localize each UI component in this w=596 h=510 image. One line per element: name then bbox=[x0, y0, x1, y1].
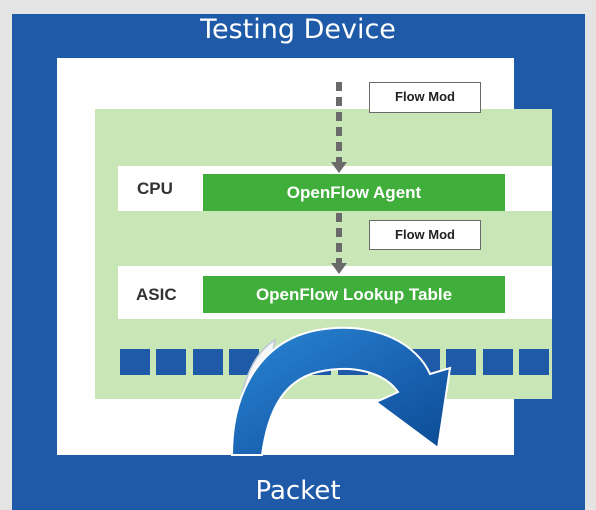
switch-port bbox=[120, 349, 150, 375]
arrowhead-down-icon bbox=[331, 162, 347, 173]
switch-port bbox=[482, 349, 513, 375]
arrowhead-down-icon bbox=[331, 263, 347, 274]
switch-port bbox=[192, 349, 223, 375]
switch-port bbox=[446, 349, 477, 375]
flow-mod-message-top: Flow Mod bbox=[369, 82, 481, 113]
switch-port bbox=[519, 349, 549, 375]
openflow-agent-box: OpenFlow Agent bbox=[203, 174, 505, 211]
asic-label: ASIC bbox=[136, 285, 177, 304]
packet-label: Packet bbox=[255, 476, 341, 506]
switch-port bbox=[156, 349, 187, 375]
openflow-lookup-table-box: OpenFlow Lookup Table bbox=[203, 276, 505, 313]
packet-arrow-icon bbox=[230, 326, 452, 456]
cpu-label: CPU bbox=[137, 179, 173, 198]
flow-mod-message-middle: Flow Mod bbox=[369, 220, 481, 250]
diagram-title: Testing Device bbox=[200, 14, 396, 45]
